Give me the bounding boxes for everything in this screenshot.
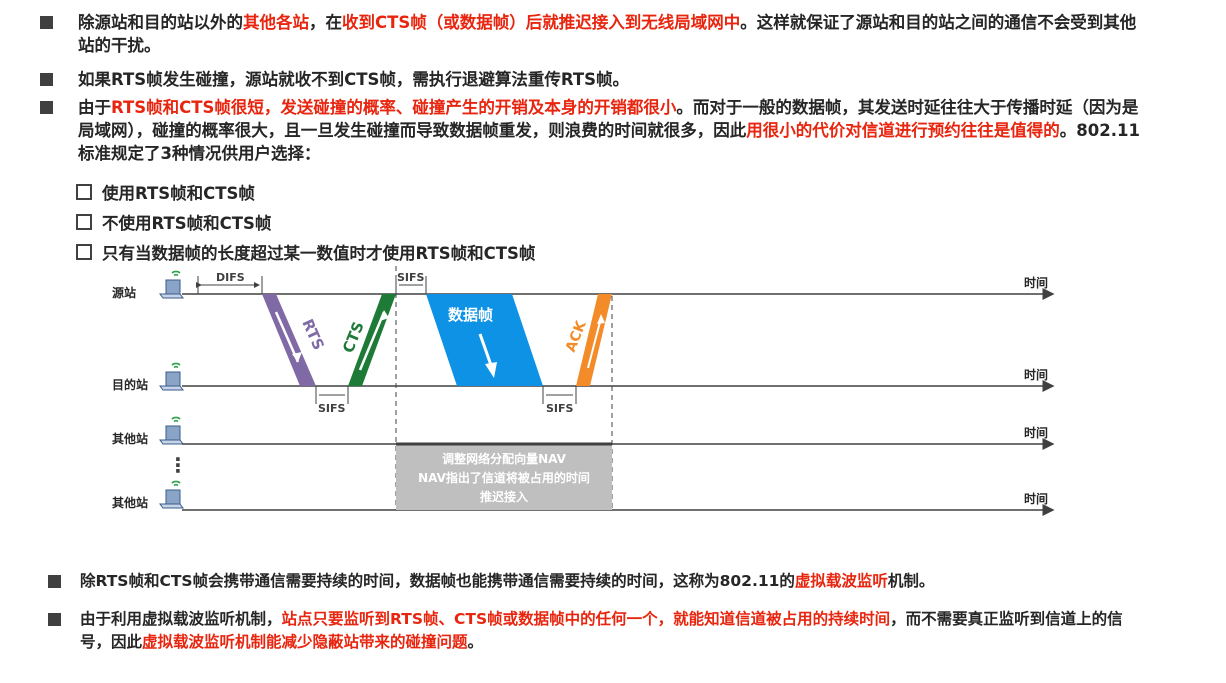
bullet-square (48, 613, 61, 626)
plain-text: 。802.11标准规定了3种情况供用户选择： (78, 121, 1140, 163)
arrow-head-icon (597, 314, 605, 324)
highlighted-text: 收到CTS帧（或数据帧）后就推迟接入到无线局域网中 (342, 13, 741, 32)
bullet-square (40, 16, 53, 29)
station-label-source: 源站 (112, 285, 136, 300)
highlighted-text: 虚拟载波监听机制能减少隐蔽站带来的碰撞问题 (142, 633, 468, 651)
paragraph-text: 如果RTS帧发生碰撞，源站就收不到CTS帧，需执行退避算法重传RTS帧。 (78, 68, 1150, 91)
plain-text: 如果RTS帧发生碰撞，源站就收不到CTS帧，需执行退避算法重传RTS帧。 (78, 70, 629, 89)
laptop-wifi-icon (159, 270, 184, 299)
highlighted-text: 其他各站 (243, 13, 309, 32)
sifs-label: SIFS (397, 271, 425, 284)
laptop-wifi-icon (159, 362, 184, 391)
plain-text: 由于 (78, 98, 111, 117)
highlighted-text: 用很小的代价对信道进行预约往往是值得的 (746, 121, 1060, 140)
option-label: 不使用RTS帧和CTS帧 (102, 214, 272, 233)
rts-label: RTS (298, 316, 327, 352)
plain-text: 由于利用虚拟载波监听机制， (80, 610, 282, 628)
station-ellipsis: ⋮ (168, 453, 188, 477)
checkbox-square-icon (76, 214, 92, 230)
bullet-square (40, 101, 53, 114)
arrow-head-icon (292, 352, 302, 362)
paragraph-text: 由于RTS帧和CTS帧很短，发送碰撞的概率、碰撞产生的开销及本身的开销都很小。而… (78, 96, 1150, 165)
laptop-wifi-icon (159, 480, 184, 509)
nav-box (396, 444, 612, 510)
checkbox-square-icon (76, 244, 92, 260)
cts-direction-arrow (358, 311, 386, 371)
option-label: 只有当数据帧的长度超过某一数值时才使用RTS帧和CTS帧 (102, 244, 536, 263)
paragraph-virtual-carrier-sense: 除RTS帧和CTS帧会携带通信需要持续的时间，数据帧也能携带通信需要持续的时间，… (48, 570, 1168, 593)
bullet-square (40, 73, 53, 86)
data-direction-arrow (478, 333, 494, 369)
plain-text: 机制。 (887, 572, 935, 590)
option-label: 使用RTS帧和CTS帧 (102, 184, 255, 203)
arrow-head-icon (485, 362, 497, 378)
ack-frame (576, 294, 612, 386)
paragraph-text: 由于利用虚拟载波监听机制，站点只要监听到RTS帧、CTS帧或数据帧中的任何一个，… (80, 608, 1138, 654)
data-frame-label: 数据帧 (448, 306, 493, 324)
plain-text: 。这样就保证了源站和目的站之间的通信不会受到其他站的干扰。 (78, 13, 1137, 55)
station-label-destination: 目的站 (112, 377, 148, 392)
paragraph-hidden-station: 由于利用虚拟载波监听机制，站点只要监听到RTS帧、CTS帧或数据帧中的任何一个，… (48, 608, 1138, 654)
difs-label: DIFS (216, 271, 245, 284)
sifs-label: SIFS (318, 402, 346, 415)
laptop-wifi-icon (159, 416, 184, 445)
time-label: 时间 (1024, 275, 1048, 290)
plain-text: 除源站和目的站以外的 (78, 13, 243, 32)
data-frame (426, 294, 543, 386)
station-label-other-1: 其他站 (112, 431, 148, 446)
option-item: 不使用RTS帧和CTS帧 (76, 210, 271, 234)
nav-text-line: NAV指出了信道将被占用的时间 (418, 470, 590, 485)
highlighted-text: RTS帧和CTS帧很短，发送碰撞的概率、碰撞产生的开销及本身的开销都很小 (111, 98, 677, 117)
plain-text: ，在 (309, 13, 342, 32)
plain-text: 。 (467, 633, 484, 651)
time-label: 时间 (1024, 491, 1048, 506)
highlighted-text: 虚拟载波监听 (794, 572, 888, 590)
ack-direction-arrow (587, 317, 602, 369)
checkbox-square-icon (76, 184, 92, 200)
nav-text-line: 调整网络分配向量NAV (442, 451, 567, 466)
plain-text: 。而对于一般的数据帧，其发送时延往往大于传播时延（因为是局域网），碰撞的概率很大… (78, 98, 1139, 140)
nav-text-line: 推迟接入 (480, 489, 528, 504)
sifs-label: SIFS (546, 402, 574, 415)
bullet-square (48, 575, 61, 588)
plain-text: 除RTS帧和CTS帧会携带通信需要持续的时间，数据帧也能携带通信需要持续的时间，… (80, 572, 795, 590)
paragraph-short-frames: 由于RTS帧和CTS帧很短，发送碰撞的概率、碰撞产生的开销及本身的开销都很小。而… (40, 96, 1150, 165)
time-label: 时间 (1024, 425, 1048, 440)
option-item: 使用RTS帧和CTS帧 (76, 180, 255, 204)
paragraph-text: 除源站和目的站以外的其他各站，在收到CTS帧（或数据帧）后就推迟接入到无线局域网… (78, 11, 1150, 57)
paragraph-rts-collision: 如果RTS帧发生碰撞，源站就收不到CTS帧，需执行退避算法重传RTS帧。 (40, 68, 1150, 91)
time-label: 时间 (1024, 367, 1048, 382)
arrow-head-icon (380, 310, 389, 321)
station-label-other-2: 其他站 (112, 495, 148, 510)
paragraph-other-stations: 除源站和目的站以外的其他各站，在收到CTS帧（或数据帧）后就推迟接入到无线局域网… (40, 11, 1150, 57)
highlighted-text: 站点只要监听到RTS帧、CTS帧或数据帧中的任何一个，就能知道信道被占用的持续时… (281, 610, 891, 628)
plain-text: ，而不需要真正监听到信道上的信号，因此 (80, 610, 1123, 651)
option-item: 只有当数据帧的长度超过某一数值时才使用RTS帧和CTS帧 (76, 240, 535, 264)
paragraph-text: 除RTS帧和CTS帧会携带通信需要持续的时间，数据帧也能携带通信需要持续的时间，… (80, 570, 1168, 593)
